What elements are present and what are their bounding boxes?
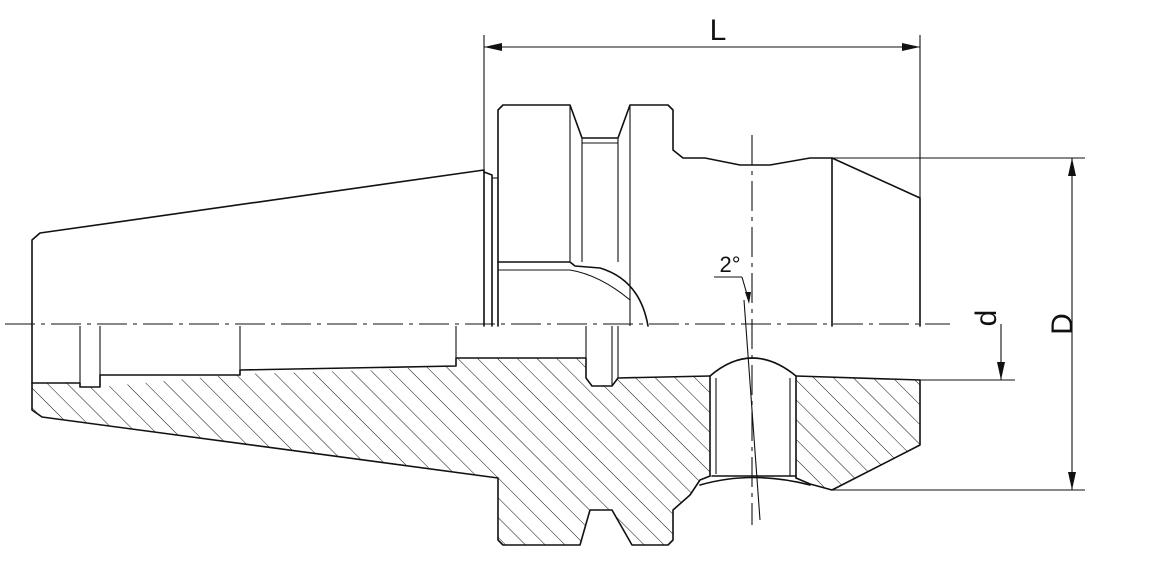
- dimension-d: d: [920, 310, 1015, 381]
- section-outline: [31, 357, 921, 546]
- dimension-D-label: D: [1046, 313, 1079, 335]
- taper-angle-label: 2°: [719, 252, 740, 277]
- upper-outline: [31, 104, 921, 385]
- dimension-D: D: [832, 157, 1085, 491]
- section-hatching: [32, 358, 920, 545]
- center-lines: [5, 135, 950, 525]
- dimension-d-label: d: [970, 310, 1003, 327]
- dimension-L: L: [483, 14, 921, 198]
- dimension-L-label: L: [710, 14, 727, 47]
- taper-angle-callout: 2°: [714, 252, 751, 304]
